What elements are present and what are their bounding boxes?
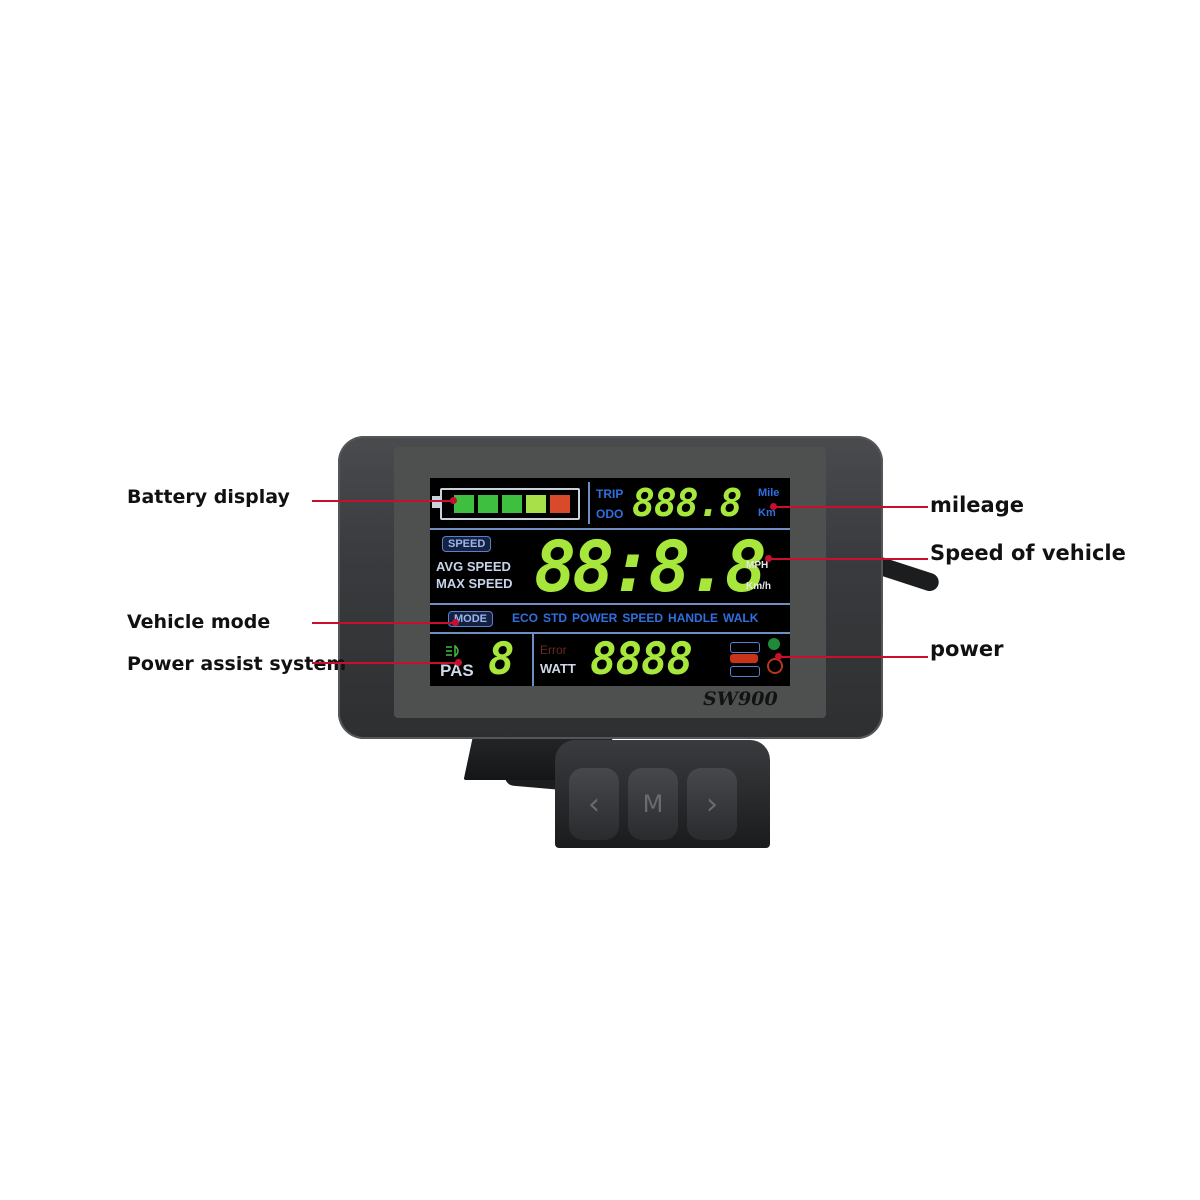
watt-label: WATT bbox=[540, 661, 576, 676]
annotation-power-assist-system: Power assist system bbox=[127, 653, 347, 675]
battery-cell bbox=[550, 495, 570, 513]
battery-cell bbox=[526, 495, 546, 513]
mode-badge: MODE bbox=[448, 611, 493, 627]
m-button-icon: M bbox=[642, 790, 664, 818]
annotation-power: power bbox=[930, 637, 1004, 661]
mile-unit: Mile bbox=[758, 487, 780, 499]
kmh-unit: Km/h bbox=[746, 581, 771, 592]
remote-right-button[interactable]: › bbox=[687, 768, 737, 840]
leader-line bbox=[312, 500, 452, 502]
divider bbox=[430, 603, 790, 605]
battery-plug-icon bbox=[432, 496, 440, 508]
trip-label: TRIP bbox=[596, 487, 624, 501]
leader-dot bbox=[770, 503, 777, 510]
annotation-speed-of-vehicle: Speed of vehicle bbox=[930, 541, 1126, 565]
leader-line bbox=[768, 558, 928, 560]
pas-label: PAS bbox=[440, 661, 474, 680]
status-indicator bbox=[730, 642, 760, 653]
annotation-vehicle-mode: Vehicle mode bbox=[127, 611, 271, 633]
headlight-icon bbox=[446, 642, 462, 658]
remote-m-button[interactable]: M bbox=[628, 768, 678, 840]
power-value: 8888 bbox=[590, 634, 693, 685]
mode-options: ECO STD POWER SPEED HANDLE WALK bbox=[512, 612, 758, 624]
leader-dot bbox=[765, 555, 772, 562]
battery-gauge bbox=[440, 488, 580, 520]
error-label: Error bbox=[540, 643, 567, 657]
mode-eco: ECO bbox=[512, 611, 539, 625]
status-indicator bbox=[730, 666, 760, 677]
battery-cell bbox=[502, 495, 522, 513]
leader-line bbox=[312, 662, 457, 664]
divider bbox=[588, 482, 590, 524]
bluetooth-icon bbox=[768, 638, 780, 650]
odo-label: ODO bbox=[596, 507, 624, 521]
mode-power: POWER bbox=[572, 611, 618, 625]
mph-unit: MPH bbox=[746, 560, 769, 571]
chevron-right-icon: › bbox=[706, 786, 718, 822]
avg-speed-label: AVG SPEED bbox=[436, 559, 511, 574]
speed-value: 88:8.8 bbox=[534, 526, 767, 608]
remote-control: ‹ M › bbox=[555, 740, 770, 848]
lcd-screen: TRIP ODO 888.8 Mile Km SPEED AVG SPEED M… bbox=[430, 478, 790, 686]
battery-cell bbox=[454, 495, 474, 513]
annotation-battery-display: Battery display bbox=[127, 486, 290, 508]
speed-badge: SPEED bbox=[442, 536, 492, 552]
leader-dot bbox=[455, 659, 462, 666]
brand-label: SW900 bbox=[703, 688, 778, 710]
leader-line bbox=[772, 506, 928, 508]
pas-level-value: 8 bbox=[488, 634, 514, 685]
leader-dot bbox=[452, 619, 459, 626]
battery-cell bbox=[478, 495, 498, 513]
divider bbox=[430, 528, 790, 530]
mode-walk: WALK bbox=[723, 611, 759, 625]
leader-dot bbox=[450, 497, 457, 504]
leader-line bbox=[778, 656, 928, 658]
km-unit: Km bbox=[758, 507, 776, 519]
remote-left-button[interactable]: ‹ bbox=[569, 768, 619, 840]
annotation-mileage: mileage bbox=[930, 493, 1024, 517]
mileage-value: 888.8 bbox=[632, 481, 742, 525]
leader-dot bbox=[775, 653, 782, 660]
brake-warning-icon bbox=[767, 658, 783, 674]
chevron-left-icon: ‹ bbox=[588, 786, 600, 822]
leader-line bbox=[312, 622, 454, 624]
mode-std: STD bbox=[543, 611, 568, 625]
max-speed-label: MAX SPEED bbox=[436, 576, 513, 591]
divider bbox=[430, 632, 790, 634]
status-indicator bbox=[730, 654, 758, 663]
mode-speed: SPEED bbox=[622, 611, 664, 625]
divider bbox=[532, 634, 534, 686]
mode-handle: HANDLE bbox=[668, 611, 719, 625]
